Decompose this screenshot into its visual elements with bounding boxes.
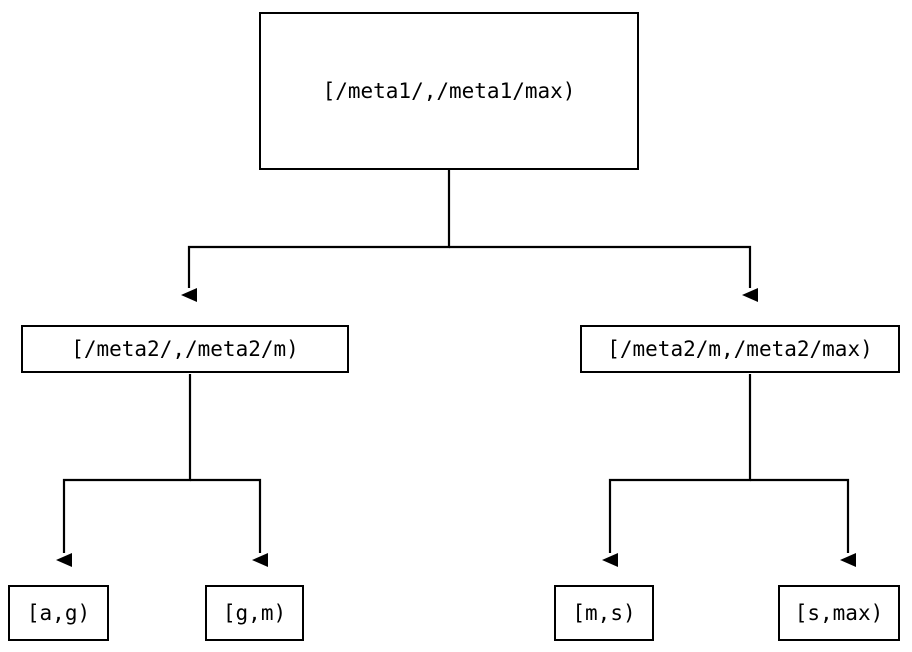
tree-node-leaf-s-max-label: [s,max) — [794, 600, 884, 625]
tree-node-leaf-m-s-label: [m,s) — [572, 600, 636, 625]
edge-mid-right-to-leaf-s-max — [750, 478, 856, 567]
tree-node-root-label: [/meta1/,/meta1/max) — [322, 78, 576, 103]
tree-node-leaf-g-m-label: [g,m) — [222, 600, 287, 625]
tree-node-mid-right: [/meta2/m,/meta2/max) — [580, 325, 900, 373]
tree-node-leaf-a-g: [a,g) — [8, 585, 109, 641]
edge-mid-left-to-leaf-a-g — [56, 374, 192, 567]
edge-root-to-mid-right — [449, 245, 758, 302]
edge-mid-left-to-leaf-g-m — [190, 478, 268, 567]
tree-node-mid-left: [/meta2/,/meta2/m) — [21, 325, 349, 373]
tree-node-leaf-g-m: [g,m) — [205, 585, 304, 641]
edge-root-to-mid-left — [181, 170, 451, 302]
tree-node-mid-right-label: [/meta2/m,/meta2/max) — [607, 336, 873, 361]
tree-node-root: [/meta1/,/meta1/max) — [259, 12, 639, 170]
tree-node-leaf-a-g-label: [a,g) — [26, 600, 91, 625]
tree-node-leaf-s-max: [s,max) — [778, 585, 900, 641]
edge-mid-right-to-leaf-m-s — [602, 374, 752, 567]
tree-node-mid-left-label: [/meta2/,/meta2/m) — [71, 336, 299, 361]
tree-node-leaf-m-s: [m,s) — [554, 585, 654, 641]
